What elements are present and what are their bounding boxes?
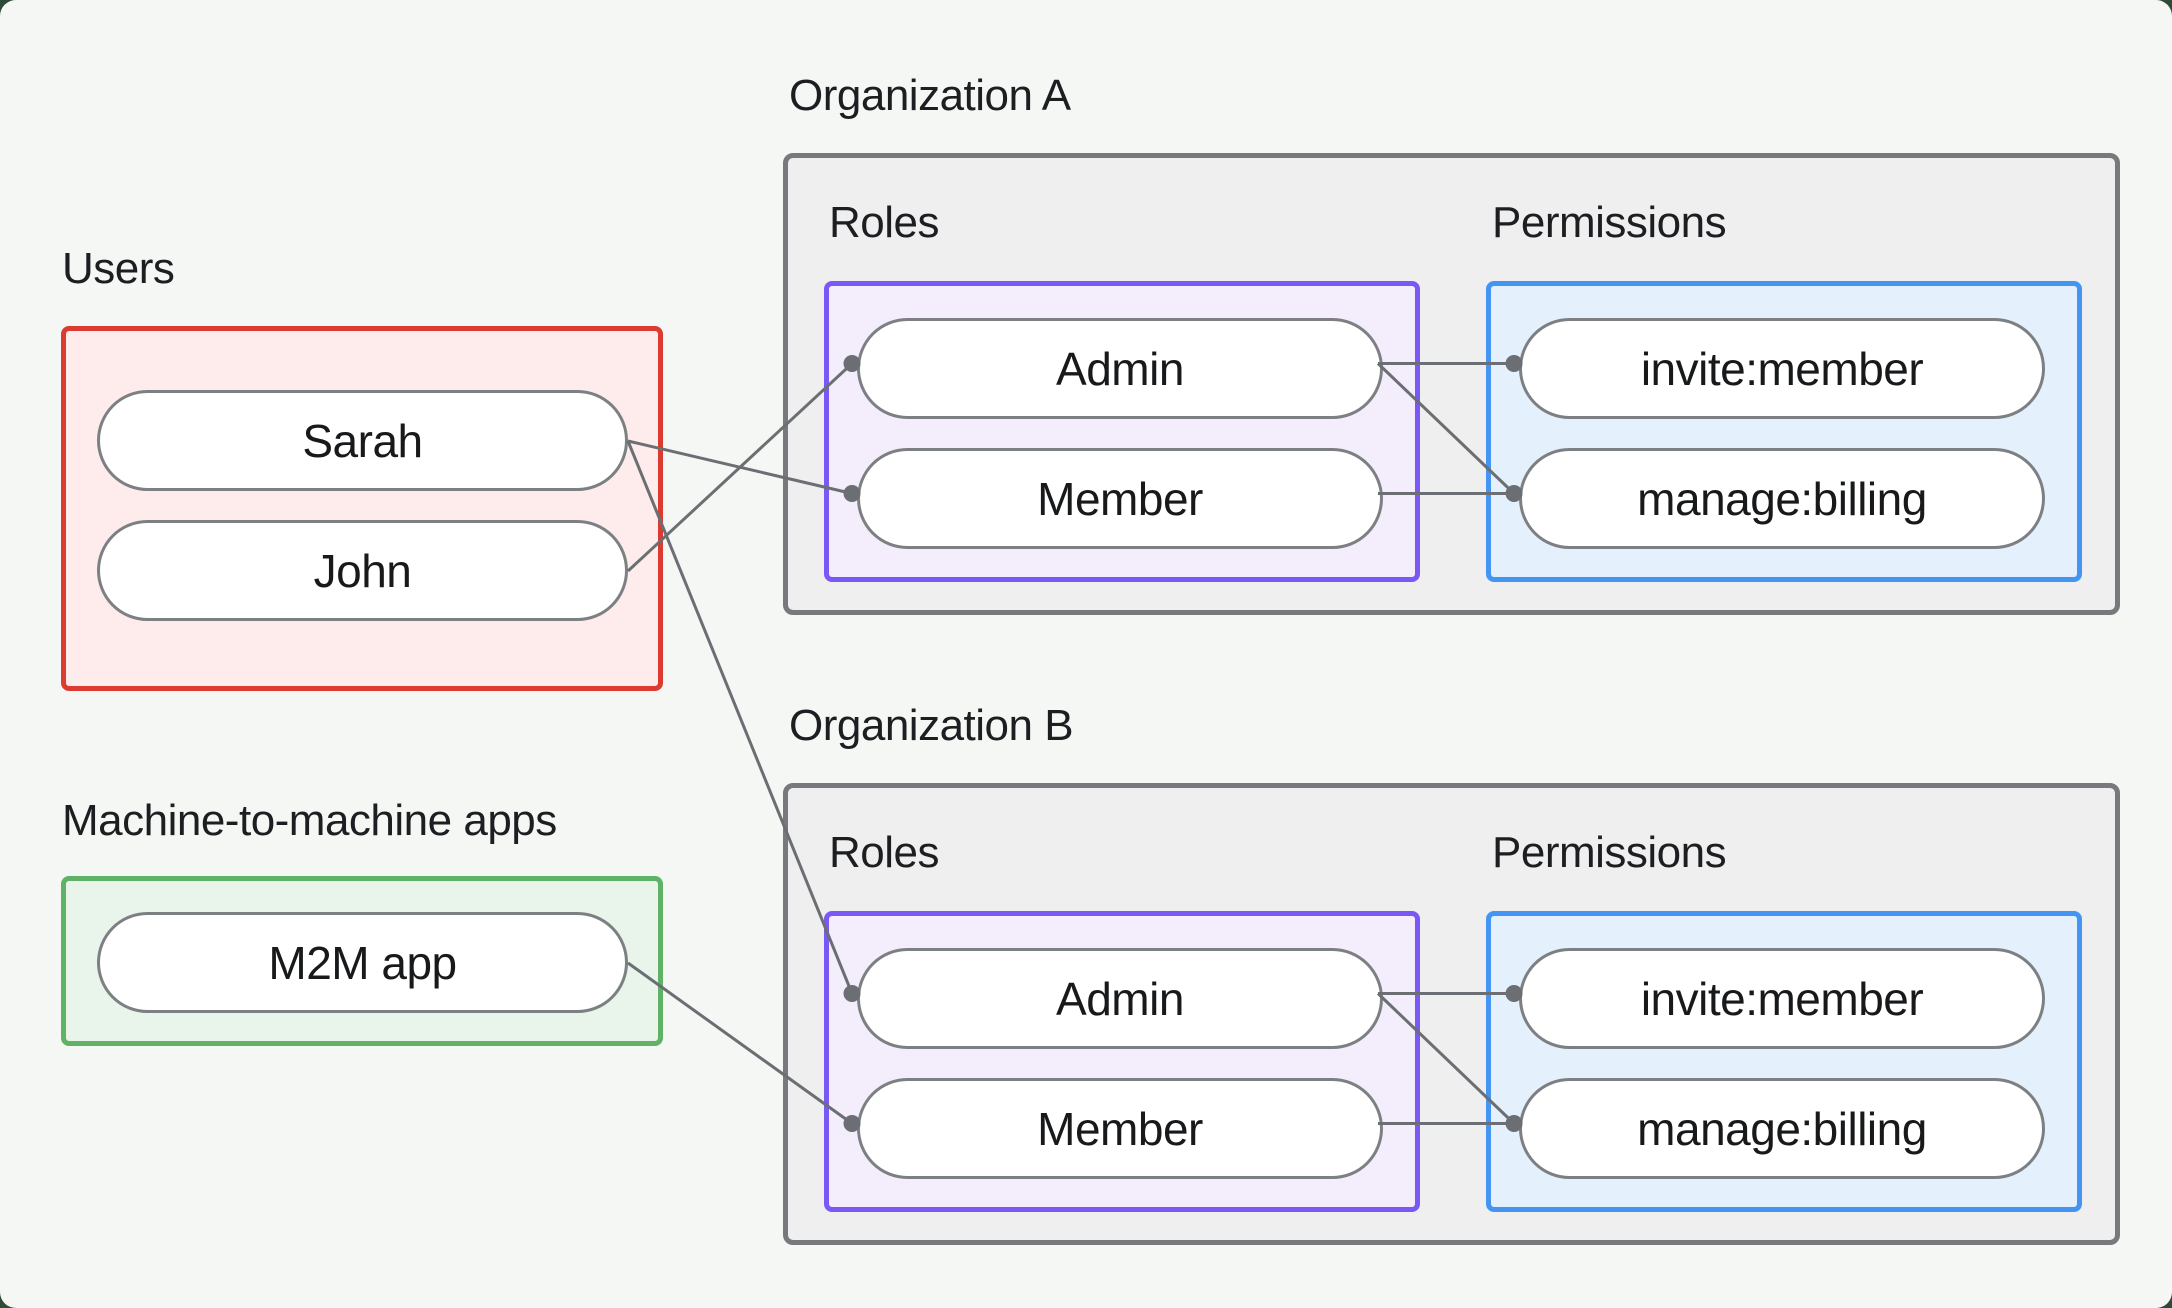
organization-b-section: Organization B Roles Permissions Admin M… bbox=[783, 700, 2120, 1245]
users-group-label: Users bbox=[62, 244, 175, 293]
org-a-roles-label: Roles bbox=[829, 198, 940, 247]
m2m-group-label: Machine-to-machine apps bbox=[62, 796, 557, 845]
org-b-roles-label: Roles bbox=[829, 828, 940, 877]
org-b-role-member: Member bbox=[857, 1078, 1383, 1179]
organization-a-section: Organization A Roles Permissions Admin M… bbox=[783, 70, 2120, 615]
m2m-group-box: M2M app bbox=[61, 876, 663, 1046]
org-a-role-member: Member bbox=[857, 448, 1383, 549]
org-a-permission-manage-billing: manage:billing bbox=[1519, 448, 2045, 549]
org-a-roles-box: Admin Member bbox=[824, 281, 1420, 582]
org-b-permissions-box: invite:member manage:billing bbox=[1486, 911, 2082, 1212]
org-b-role-admin: Admin bbox=[857, 948, 1383, 1049]
org-b-permission-manage-billing: manage:billing bbox=[1519, 1078, 2045, 1179]
users-group-box: Sarah John bbox=[61, 326, 663, 691]
organization-a-box: Roles Permissions Admin Member invite:me… bbox=[783, 153, 2120, 615]
m2m-app-node: M2M app bbox=[97, 912, 628, 1013]
org-a-permissions-box: invite:member manage:billing bbox=[1486, 281, 2082, 582]
organization-a-title: Organization A bbox=[789, 71, 1071, 120]
org-a-permission-invite-member: invite:member bbox=[1519, 318, 2045, 419]
org-a-permissions-label: Permissions bbox=[1492, 198, 1727, 247]
org-a-role-admin: Admin bbox=[857, 318, 1383, 419]
org-b-roles-box: Admin Member bbox=[824, 911, 1420, 1212]
org-b-permission-invite-member: invite:member bbox=[1519, 948, 2045, 1049]
organization-b-title: Organization B bbox=[789, 701, 1074, 750]
user-node-sarah: Sarah bbox=[97, 390, 628, 491]
org-b-permissions-label: Permissions bbox=[1492, 828, 1727, 877]
user-node-john: John bbox=[97, 520, 628, 621]
organization-b-box: Roles Permissions Admin Member invite:me… bbox=[783, 783, 2120, 1245]
